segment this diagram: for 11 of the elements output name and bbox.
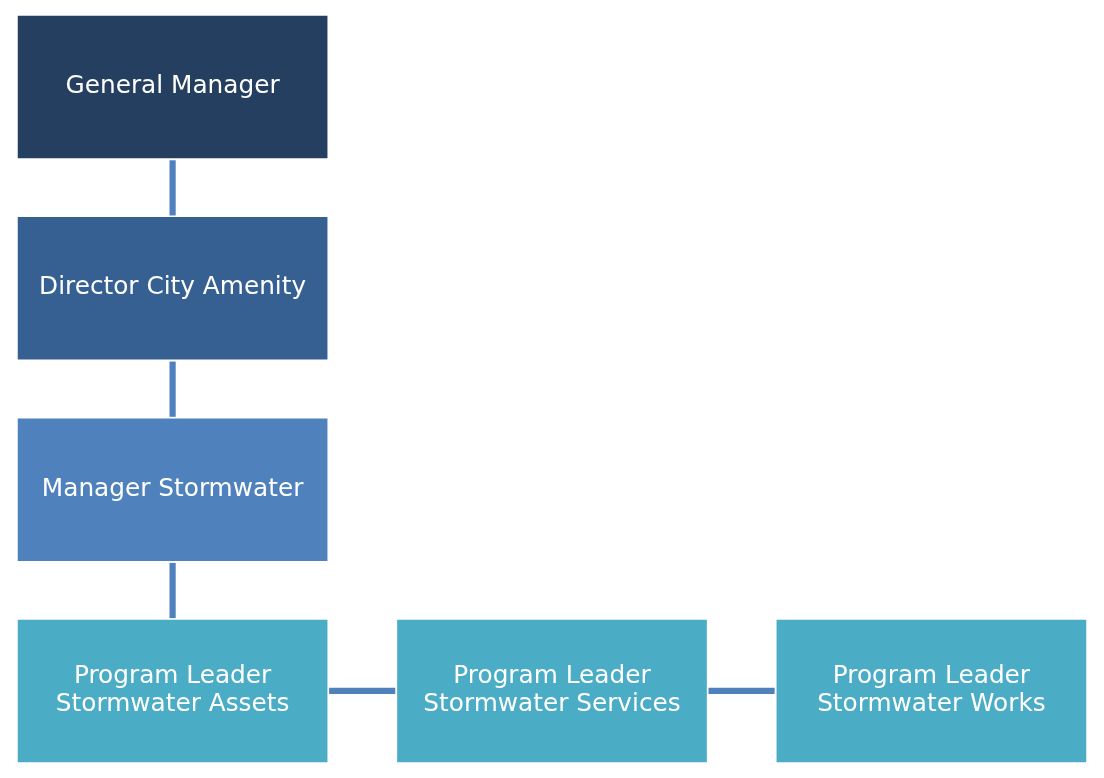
connector bbox=[169, 562, 176, 619]
connector bbox=[169, 361, 176, 417]
connector bbox=[169, 160, 176, 216]
node-box: Program Leader Stormwater Works bbox=[773, 616, 1090, 766]
node-box: General Manager bbox=[14, 12, 331, 162]
node-box: Program Leader Stormwater Services bbox=[394, 616, 710, 766]
connector bbox=[708, 687, 775, 695]
node-box: Director City Amenity bbox=[14, 214, 331, 363]
node-box: Manager Stormwater bbox=[14, 415, 331, 564]
connector bbox=[329, 687, 396, 695]
node-box: Program Leader Stormwater Assets bbox=[14, 616, 331, 766]
